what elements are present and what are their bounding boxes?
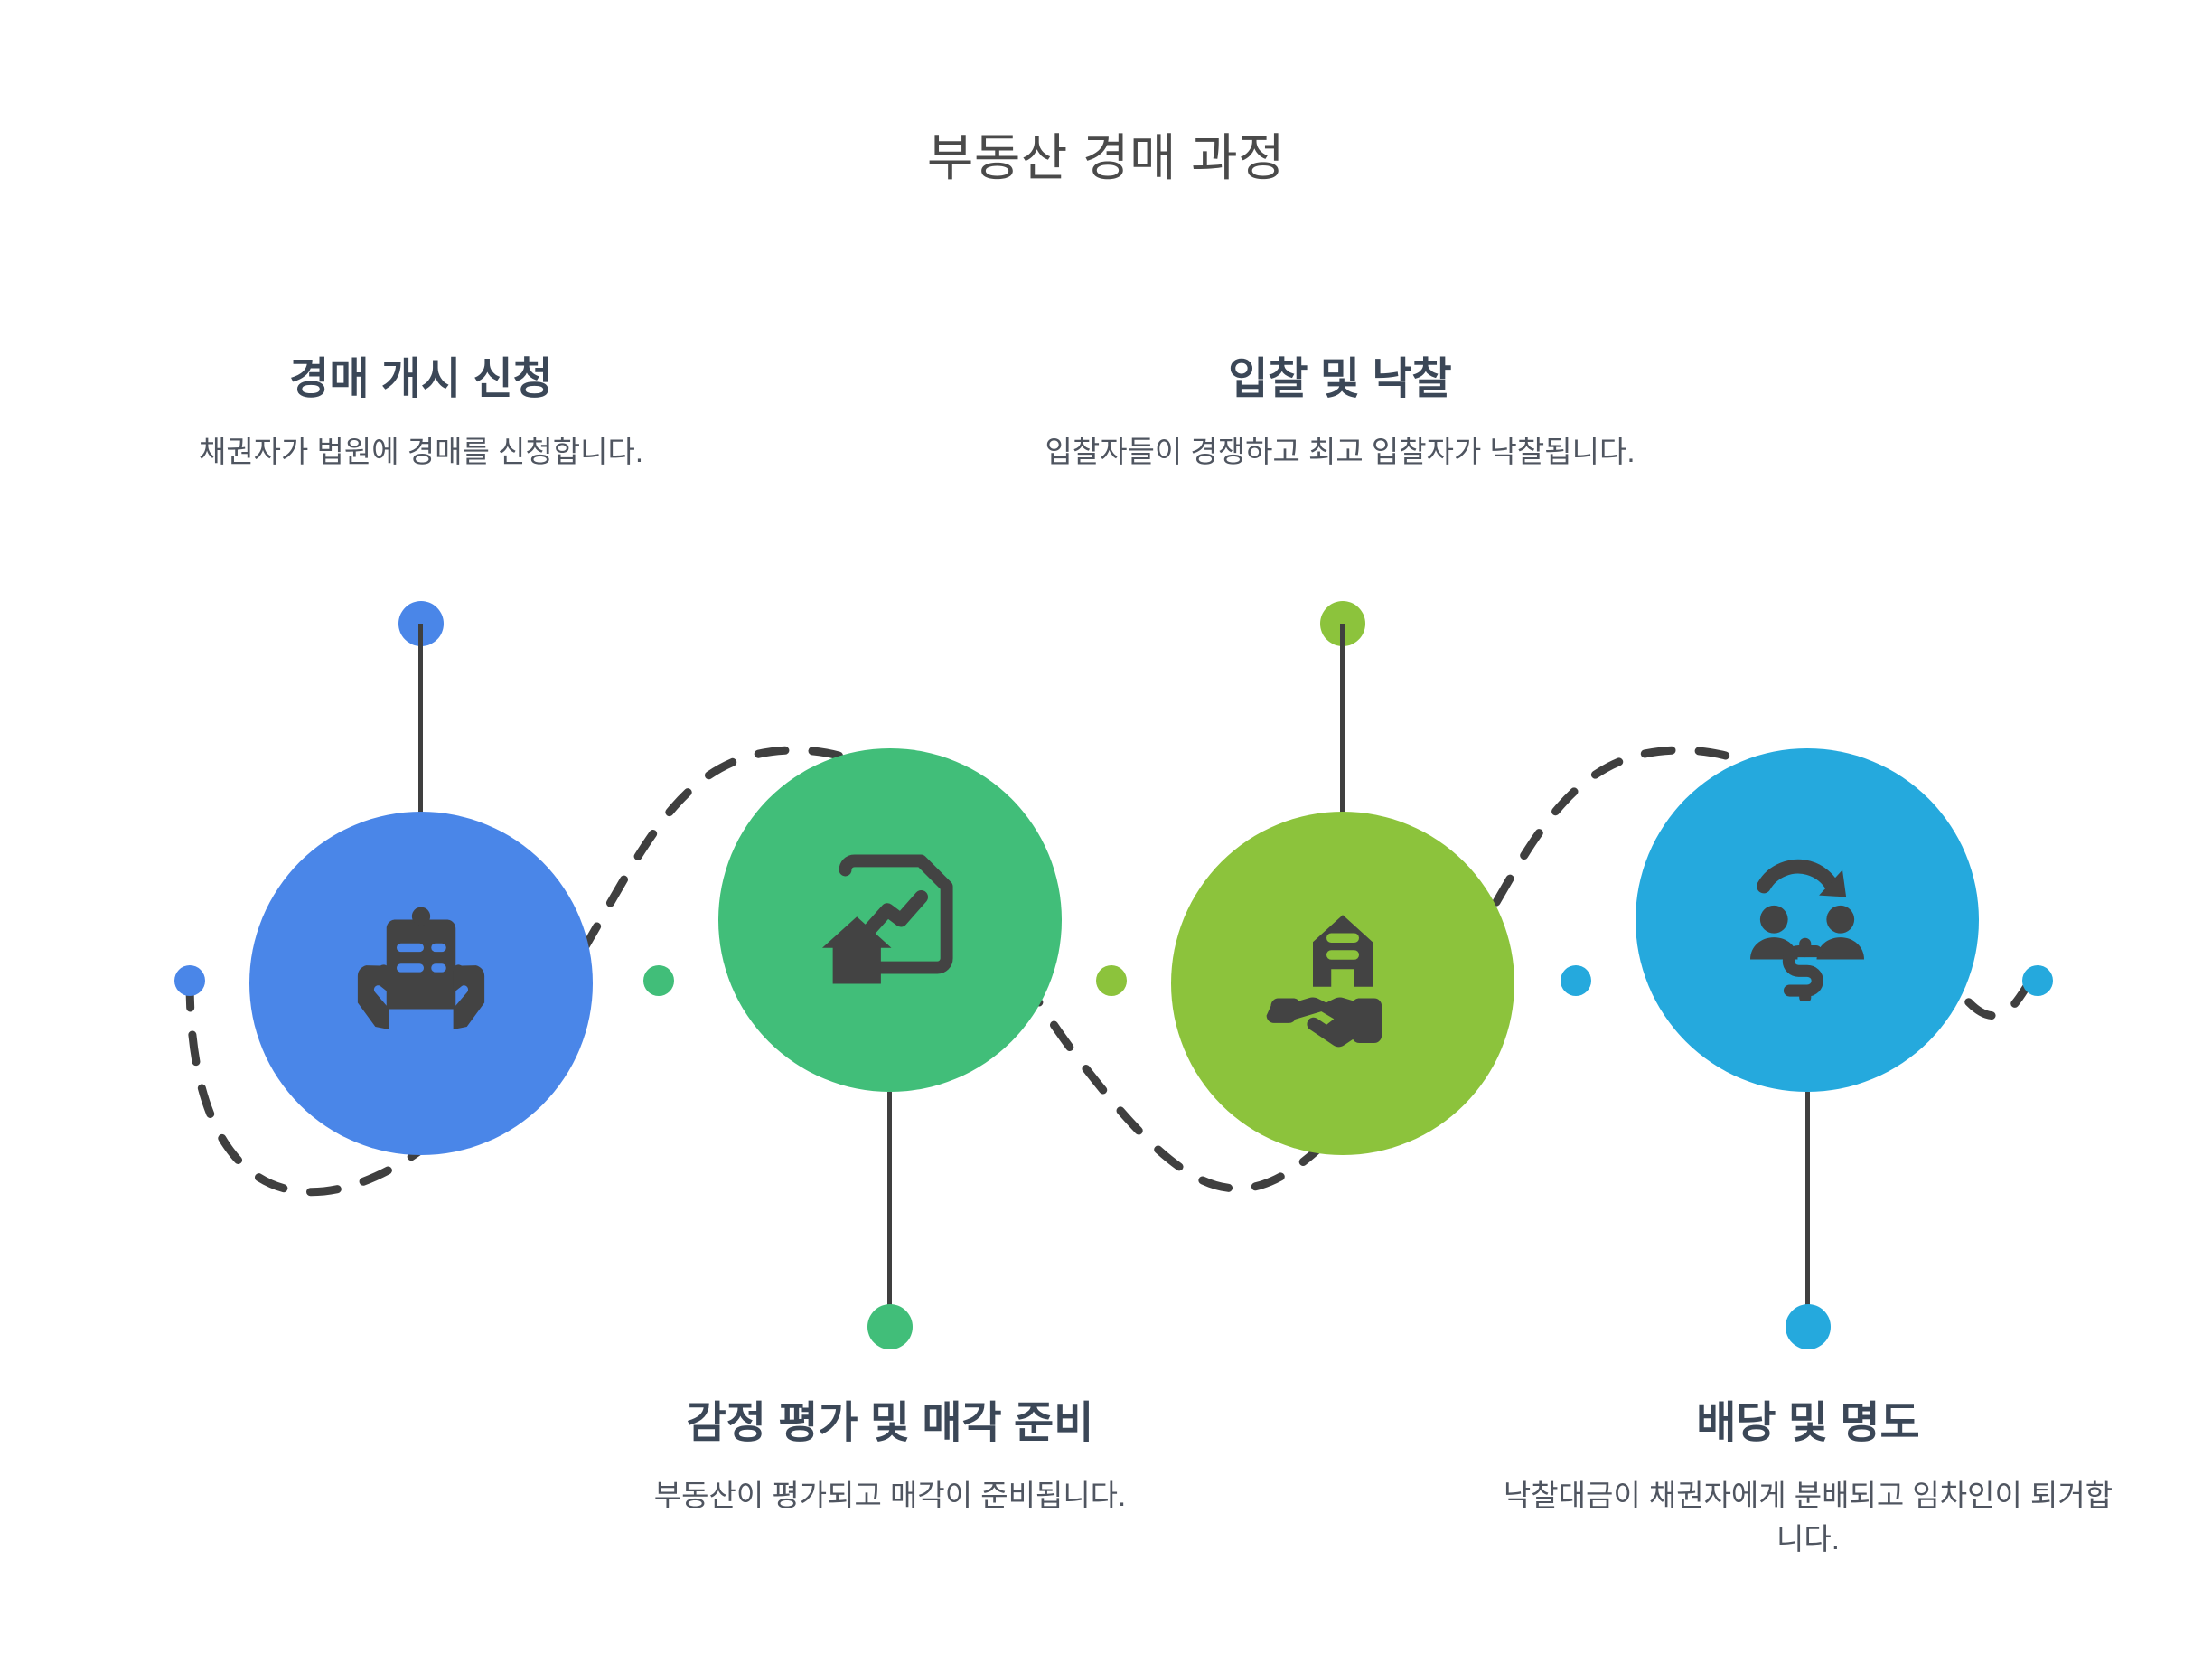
step-3-description: 입찰자들이 경쟁하고 최고 입찰자가 낙찰됩니다.: [1045, 435, 1636, 468]
step-2-knob: [867, 1304, 913, 1349]
step-1-text: 경매 개시 신청 채권자가 법원에 경매를 신청합니다.: [114, 352, 728, 474]
step-2-text: 감정 평가 및 매각 준비 부동산이 평가되고 매각이 준비됩니다.: [583, 1396, 1197, 1518]
step-4-knob: [1786, 1304, 1831, 1349]
step-2-title: 감정 평가 및 매각 준비: [686, 1399, 1094, 1447]
step-1-circle[interactable]: [249, 812, 593, 1155]
step-3-stem: [1340, 624, 1345, 813]
step-2-description: 부동산이 평가되고 매각이 준비됩니다.: [653, 1479, 1127, 1512]
step-3-text: 입찰 및 낙찰 입찰자들이 경쟁하고 최고 입찰자가 낙찰됩니다.: [1033, 352, 1647, 474]
hands-holding-document-icon: [340, 902, 502, 1065]
step-2-circle[interactable]: [718, 748, 1062, 1092]
step-1-stem: [418, 624, 423, 813]
people-money-transfer-icon: [1726, 839, 1889, 1001]
step-4-path-dot: [1561, 965, 1591, 996]
step-1-path-dot: [174, 965, 205, 996]
step-1-description: 채권자가 법원에 경매를 신청합니다.: [198, 435, 644, 468]
step-4-description: 낙찰대금이 채권자에게 분배되고 임차인이 퇴거합니다.: [1503, 1479, 2114, 1555]
step-1-title: 경매 개시 신청: [289, 355, 553, 403]
step-4-text: 배당 및 명도 낙찰대금이 채권자에게 분배되고 임차인이 퇴거합니다.: [1501, 1396, 2115, 1561]
house-appraisal-chart-icon: [809, 839, 971, 1001]
step-2-stem: [887, 1092, 892, 1313]
page-title: 부동산 경매 과정: [926, 129, 1286, 186]
step-3-path-dot: [1096, 965, 1127, 996]
step-4-title: 배당 및 명도: [1696, 1399, 1920, 1447]
step-3-circle[interactable]: [1171, 812, 1514, 1155]
step-3-title: 입찰 및 낙찰: [1228, 355, 1452, 403]
house-handshake-icon: [1261, 902, 1424, 1065]
path-end-dot: [2022, 965, 2053, 996]
step-4-stem: [1805, 1092, 1810, 1313]
step-4-circle[interactable]: [1636, 748, 1979, 1092]
step-2-path-dot: [643, 965, 674, 996]
